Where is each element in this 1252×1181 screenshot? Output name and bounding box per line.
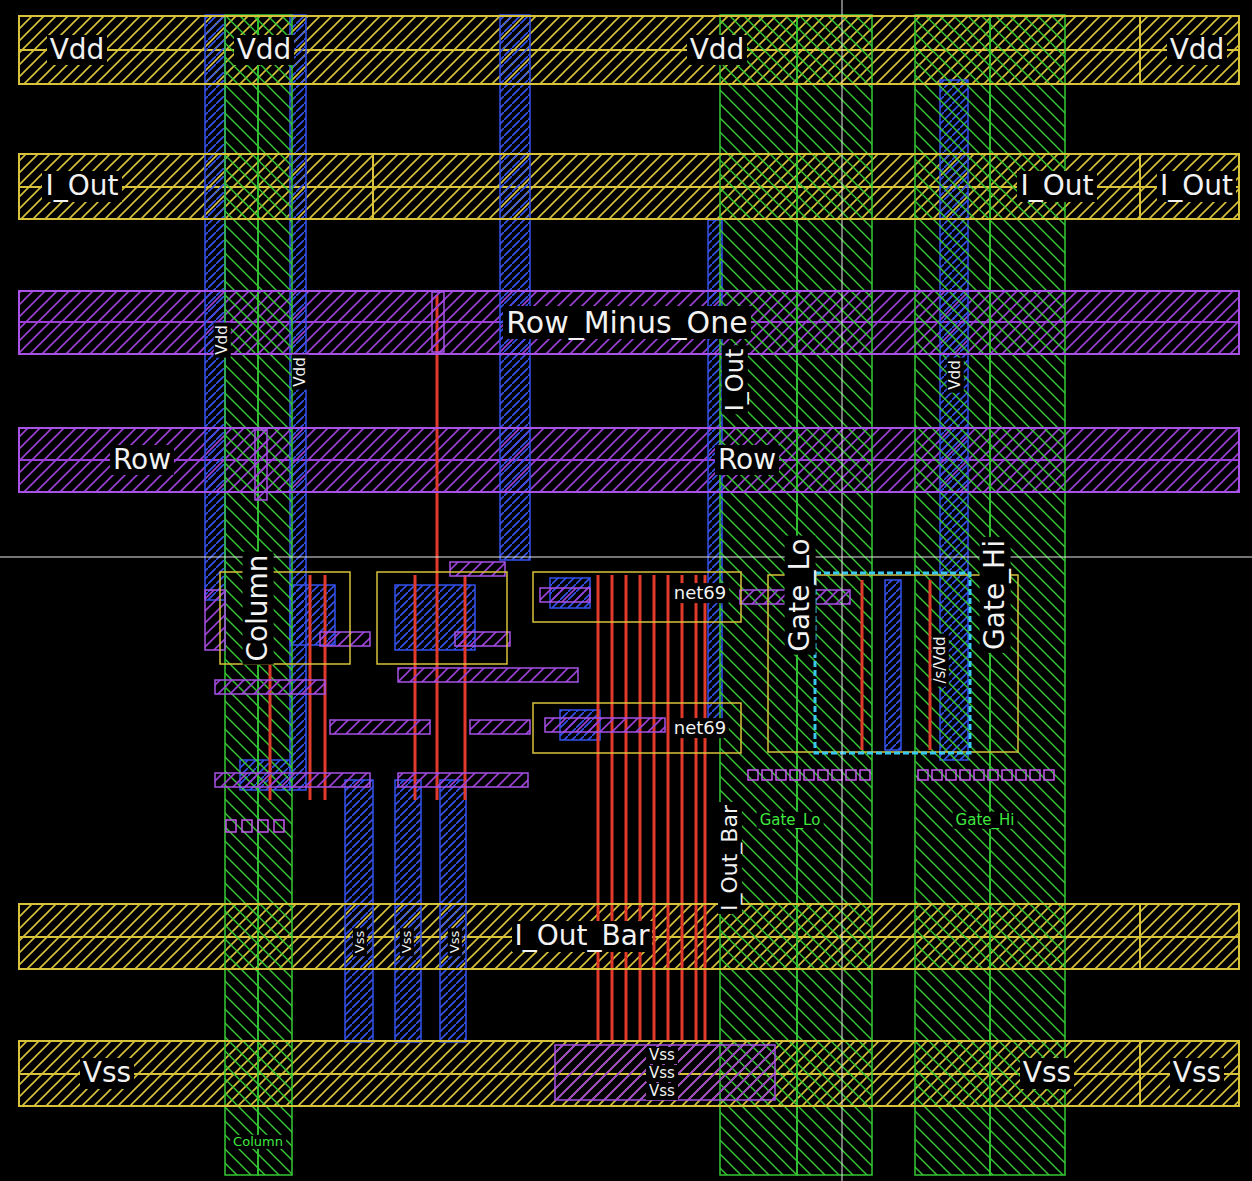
net-label: Vss xyxy=(646,1047,678,1064)
pin-label: Gate_Lo xyxy=(785,535,816,654)
metal-rail: I_Out I_Out I_Out xyxy=(18,153,1240,220)
metal-rail: VssVssVssVssVssVss xyxy=(18,1040,1240,1107)
net-label: I_Out xyxy=(42,171,121,202)
selection-box xyxy=(815,573,970,753)
metal-rail: Vdd Vdd Vdd Vdd xyxy=(18,15,1240,85)
pin-label: Vdd xyxy=(947,357,964,392)
metal2-jumpers xyxy=(205,292,850,1100)
net-label: Vdd xyxy=(1167,35,1228,66)
pin-label: Vdd xyxy=(214,322,231,357)
net-label: Vdd xyxy=(687,35,748,66)
net-label: Vss xyxy=(1170,1058,1224,1089)
pin-label: Vss xyxy=(448,928,462,956)
net-label: Row xyxy=(715,445,779,476)
net-label: Vss xyxy=(646,1065,678,1082)
poly-gates xyxy=(270,295,930,1040)
transistor-outlines xyxy=(220,572,1018,753)
metal-rail: Row_Minus_One xyxy=(18,290,1240,355)
pin-label: I_Out xyxy=(722,346,748,415)
net-label: Row_Minus_One xyxy=(503,306,750,339)
pin-label: Vss xyxy=(400,928,414,956)
pin-label: Column xyxy=(230,1135,286,1149)
pin-label: net69 xyxy=(671,583,729,603)
pin-label: Vdd xyxy=(292,354,309,389)
pin-label: Gate_Lo xyxy=(757,812,824,829)
contact-row xyxy=(226,770,1054,832)
net-label: I_Out xyxy=(1017,171,1096,202)
net-label: I_Out_Bar xyxy=(512,921,653,952)
pin-label: Gate_Hi xyxy=(953,812,1018,829)
net-label: Vss xyxy=(80,1058,134,1089)
net-label: Vss xyxy=(646,1083,678,1100)
net-label: Row xyxy=(110,445,174,476)
net-label: Vdd xyxy=(47,35,108,66)
net-label: I_Out xyxy=(1157,171,1236,202)
pin-label: Vss xyxy=(353,928,367,956)
metal-rail: Row Row xyxy=(18,427,1240,493)
pin-label: /s/Vdd xyxy=(932,633,949,686)
net-label: Vss xyxy=(1020,1058,1074,1089)
diffusion-strips xyxy=(225,15,1065,1175)
pin-label: Column xyxy=(243,551,274,664)
metal-rail: I_Out_Bar xyxy=(18,903,1240,970)
net-label: Vdd xyxy=(234,35,295,66)
pin-label: Gate_Hi xyxy=(980,537,1011,653)
pin-label: net69 xyxy=(671,718,729,738)
pin-label: I_Out_Bar xyxy=(718,802,742,914)
